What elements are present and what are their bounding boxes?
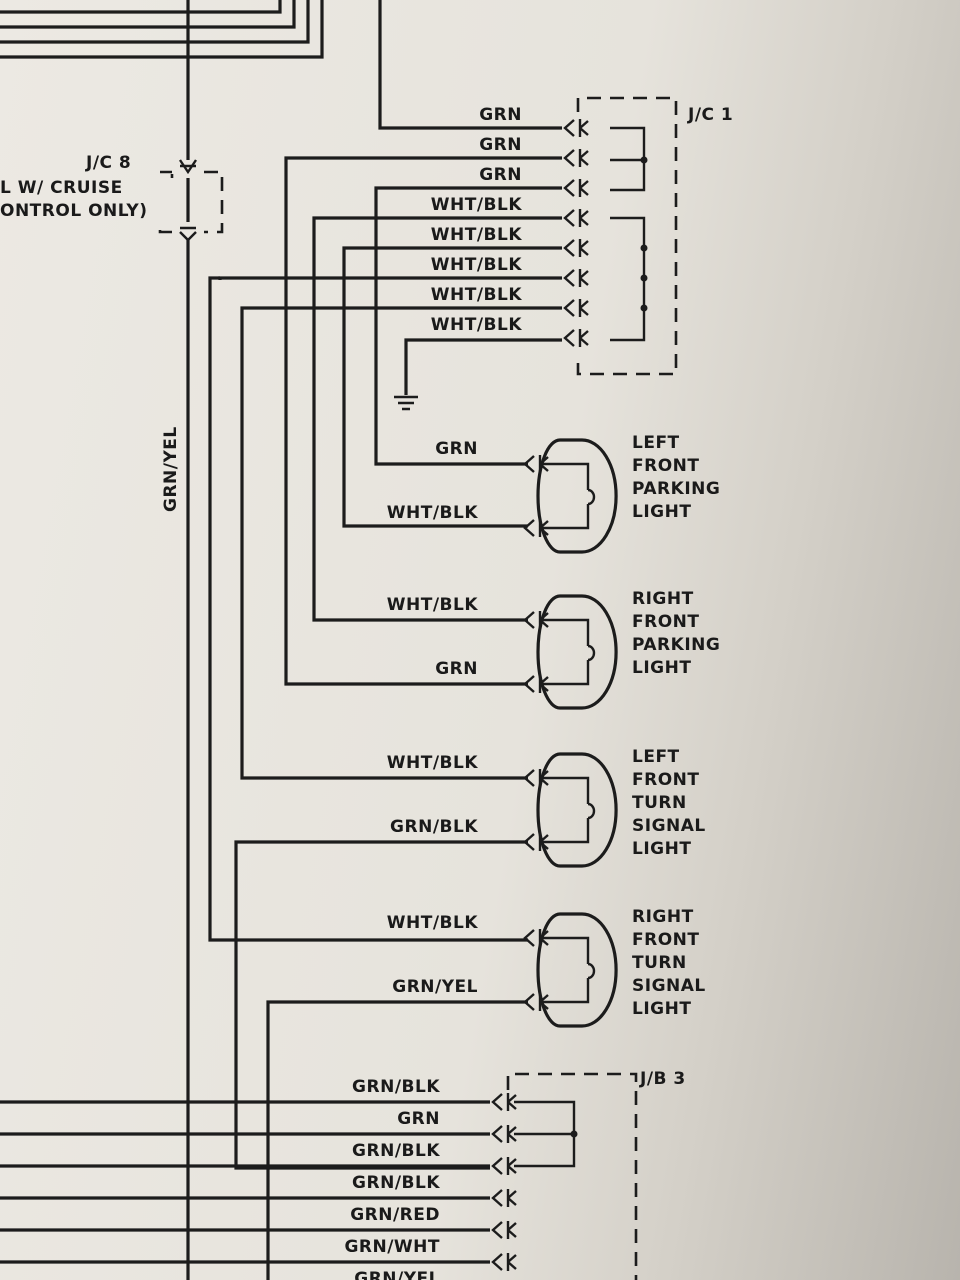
routing-wires <box>208 156 562 1280</box>
jc8-label: J/C 8 <box>85 153 131 173</box>
filament-icon <box>587 488 596 506</box>
light-top-wire-label: WHT/BLK <box>387 753 479 773</box>
jb3-wire-label: GRN/YEL <box>354 1269 440 1280</box>
ground-icon <box>394 338 562 411</box>
jb3-wire-label: GRN/WHT <box>344 1237 440 1257</box>
bulb-housing <box>536 752 618 868</box>
light-name-line: LIGHT <box>632 999 691 1019</box>
filament-icon <box>587 962 596 980</box>
light-name-line: TURN <box>632 793 687 813</box>
light-bottom-wire-label: GRN <box>435 659 478 679</box>
jb3-label: J/B 3 <box>639 1069 686 1089</box>
jc1-pin <box>563 239 575 257</box>
jc8-box <box>158 170 224 234</box>
jb3-box <box>506 1072 638 1280</box>
light-name-line: RIGHT <box>632 907 694 927</box>
light-0 <box>523 438 618 554</box>
bulb-housing <box>536 594 618 710</box>
light-name-line: LIGHT <box>632 658 691 678</box>
jc1-wire-label: WHT/BLK <box>431 315 523 335</box>
light-name-line: LIGHT <box>632 502 691 522</box>
jb3-pin <box>491 1125 503 1143</box>
upper-wire-bundle <box>0 0 324 59</box>
light-pin <box>523 611 535 629</box>
light-components <box>523 438 618 1028</box>
jb3-wire-label: GRN/RED <box>350 1205 440 1225</box>
light-name-line: PARKING <box>632 635 720 655</box>
jb3-pin <box>491 1157 503 1175</box>
grn-yel-vertical-label: GRN/YEL <box>161 426 181 512</box>
jc1-pin <box>563 149 575 167</box>
jc1-wire-label: GRN <box>479 135 522 155</box>
jb3-pin <box>491 1093 503 1111</box>
jc1-pin <box>563 329 575 347</box>
jb3-wire-label: GRN/BLK <box>352 1141 440 1161</box>
filament-icon <box>587 644 596 662</box>
light-bottom-wire-label: GRN/BLK <box>390 817 478 837</box>
light-name-line: SIGNAL <box>632 976 706 996</box>
light-1 <box>523 594 618 710</box>
light-name-line: TURN <box>632 953 687 973</box>
jc1-pin <box>563 209 575 227</box>
jb3-wire-label: GRN/BLK <box>352 1173 440 1193</box>
jc1-wire-label: GRN <box>479 105 522 125</box>
light-pin <box>523 455 535 473</box>
jc1-wire-label: GRN <box>479 165 522 185</box>
jc1-wire-labels: GRN GRN GRN WHT/BLK WHT/BLK WHT/BLK WHT/BLK WHT… <box>431 105 523 335</box>
light-bottom-wire-label: WHT/BLK <box>387 503 479 523</box>
grn-yel-main-wire <box>179 0 197 1280</box>
light-top-wire-label: WHT/BLK <box>387 595 479 615</box>
bulb-housing <box>536 912 618 1028</box>
light-pin <box>523 929 535 947</box>
light-top-wire-label: GRN <box>435 439 478 459</box>
filament-icon <box>587 802 596 820</box>
light-name-line: FRONT <box>632 770 699 790</box>
light-pin <box>523 519 535 537</box>
light-name-line: PARKING <box>632 479 720 499</box>
jb3-wire-label: GRN <box>397 1109 440 1129</box>
light-name-line: FRONT <box>632 930 699 950</box>
jc1-wire-label: WHT/BLK <box>431 195 523 215</box>
light-name-line: LIGHT <box>632 839 691 859</box>
light-pin <box>523 833 535 851</box>
jc8-note-line1: L W/ CRUISE <box>0 178 123 198</box>
light-name-line: LEFT <box>632 433 680 453</box>
bulb-housing <box>536 438 618 554</box>
light-name-line: FRONT <box>632 612 699 632</box>
light-name-line: FRONT <box>632 456 699 476</box>
light-top-wire-label: WHT/BLK <box>387 913 479 933</box>
light-name-line: SIGNAL <box>632 816 706 836</box>
jc1-pin <box>563 269 575 287</box>
jb3-bus <box>514 1100 578 1168</box>
jc1-label: J/C 1 <box>687 105 733 125</box>
jc8-note-line2: ONTROL ONLY) <box>0 201 148 221</box>
light-pin <box>523 769 535 787</box>
jc1-pin <box>563 299 575 317</box>
jc1-wire-group <box>563 119 589 347</box>
jb3-wire-label: GRN/BLK <box>352 1077 440 1097</box>
jc1-wire-label: WHT/BLK <box>431 285 523 305</box>
jc1-wire-label: WHT/BLK <box>431 255 523 275</box>
light-name-line: RIGHT <box>632 589 694 609</box>
light-2 <box>523 752 618 868</box>
light-labels: GRN WHT/BLK LEFT FRONT PARKING LIGHT WHT/BLK GR… <box>387 433 720 1019</box>
jc1-pin <box>563 179 575 197</box>
jb3-wire-group <box>0 1093 517 1271</box>
light-pin <box>523 675 535 693</box>
light-bottom-wire-label: GRN/YEL <box>392 977 478 997</box>
light-3 <box>523 912 618 1028</box>
jc1-pin <box>563 119 575 137</box>
jb3-pin <box>491 1221 503 1239</box>
jc1-bus <box>610 126 648 342</box>
jb3-pin <box>491 1189 503 1207</box>
jb3-wire-labels: GRN/BLK GRN GRN/BLK GRN/BLK GRN/RED GRN/WHT GR… <box>344 1077 440 1280</box>
jc1-feed-wire <box>378 0 562 130</box>
jb3-pin <box>491 1253 503 1271</box>
jc1-box <box>576 96 678 376</box>
jc1-wire-label: WHT/BLK <box>431 225 523 245</box>
light-pin <box>523 993 535 1011</box>
light-name-line: LEFT <box>632 747 680 767</box>
